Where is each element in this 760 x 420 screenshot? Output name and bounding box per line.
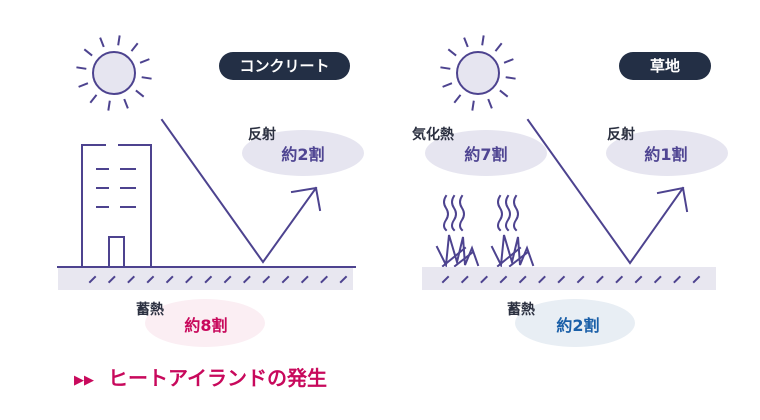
evap-label: 気化熱 — [412, 126, 454, 143]
grass-blades — [441, 246, 475, 268]
reflect-bubble — [606, 130, 728, 176]
steam-wave — [459, 194, 465, 232]
sun-ray — [463, 37, 469, 48]
reflect-value: 約2割 — [281, 145, 324, 164]
sun-ray — [123, 98, 129, 109]
reflect-label: 反射 — [607, 126, 635, 143]
sun-ray — [447, 48, 457, 57]
storage-value: 約8割 — [184, 316, 227, 335]
steam-icon — [443, 194, 519, 232]
storage-value: 約2割 — [556, 316, 599, 335]
sun-icon — [440, 35, 516, 111]
hatch-mark — [165, 275, 174, 284]
steam-wave — [497, 194, 503, 232]
footer-marker-icon: ▶▶ — [74, 373, 94, 388]
concrete-badge-label: コンクリート — [239, 57, 329, 75]
steam-wave — [451, 194, 457, 232]
grass-icon — [435, 234, 535, 269]
storage-bubble — [145, 299, 265, 347]
steam-wave — [505, 194, 511, 232]
sun-ray — [442, 82, 453, 88]
hatch-mark — [320, 275, 329, 284]
sun-disc — [456, 51, 500, 95]
reflection-arrow — [526, 118, 689, 265]
reflect-label: 反射 — [248, 126, 276, 143]
sun-ray — [99, 37, 105, 48]
ground — [58, 267, 353, 290]
sun-ray — [440, 66, 451, 70]
sun-ray — [141, 76, 152, 80]
hatch-mark — [300, 275, 309, 284]
sun-ray — [139, 58, 150, 64]
hatch-mark — [88, 275, 97, 284]
hatch-mark — [460, 275, 469, 284]
hatch-mark — [281, 275, 290, 284]
hatch-mark — [242, 275, 251, 284]
evap-bubble — [425, 130, 547, 176]
sun-ray — [130, 42, 139, 52]
sun-ray — [505, 76, 516, 80]
hatch-mark — [595, 275, 604, 284]
hatch-mark — [185, 275, 193, 284]
steam-wave — [513, 194, 519, 232]
grass-blades — [435, 234, 480, 269]
sun-ray — [487, 98, 493, 109]
hatch-mark — [518, 275, 527, 284]
hatch-mark — [634, 275, 643, 284]
evap-value: 約7割 — [464, 145, 507, 164]
hatch-mark — [576, 275, 585, 284]
building-icon — [81, 144, 152, 268]
concrete-panel: コンクリート 反射 約2割 蓄熱 約8割 — [57, 35, 364, 347]
sun-ray — [76, 66, 87, 70]
sun-ray — [494, 42, 503, 52]
reflect-bubble — [242, 130, 364, 176]
sun-ray — [471, 100, 475, 111]
sun-ray — [117, 35, 121, 46]
sun-ray — [78, 82, 89, 88]
hatch-mark — [499, 275, 508, 284]
sun-ray — [499, 89, 509, 98]
hatch-mark — [538, 275, 546, 284]
concrete-badge — [219, 52, 350, 80]
hatch-mark — [223, 275, 232, 284]
hatch-mark — [692, 275, 701, 284]
sun-ray — [503, 58, 514, 64]
sun-icon — [76, 35, 152, 111]
storage-label: 蓄熱 — [136, 301, 164, 318]
storage-label: 蓄熱 — [507, 301, 535, 318]
hatch-mark — [480, 275, 489, 284]
hatch-mark — [127, 275, 136, 284]
hatch-mark — [441, 275, 450, 284]
ground-hatch — [88, 275, 348, 284]
grass-badge — [619, 52, 711, 80]
sun-ray — [107, 100, 111, 111]
hatch-mark — [673, 275, 682, 284]
hatch-mark — [107, 275, 116, 284]
grass-blades — [490, 234, 535, 269]
hatch-mark — [146, 275, 155, 284]
sun-ray — [135, 89, 145, 98]
sun-disc — [92, 51, 136, 95]
ground-hatch — [441, 275, 701, 284]
footer-title: ヒートアイランドの発生 — [108, 366, 327, 390]
reflect-value: 約1割 — [644, 145, 687, 164]
hatch-mark — [615, 275, 624, 284]
steam-wave — [443, 194, 449, 232]
storage-bubble — [515, 299, 635, 347]
grass-badge-label: 草地 — [650, 57, 680, 75]
hatch-mark — [262, 275, 271, 284]
reflection-arrow — [160, 118, 322, 264]
grass-blades — [496, 246, 530, 268]
hatch-mark — [339, 275, 348, 284]
sun-ray — [453, 94, 462, 104]
hatch-mark — [204, 275, 213, 284]
hatch-mark — [557, 275, 566, 284]
sun-ray — [83, 48, 93, 57]
sun-ray — [89, 94, 98, 104]
grass-panel: 草地 気化熱 約7割 反射 約1割 蓄熱 約2割 — [412, 35, 728, 347]
hatch-mark — [653, 275, 662, 284]
sun-ray — [481, 35, 485, 46]
ground — [422, 267, 716, 290]
